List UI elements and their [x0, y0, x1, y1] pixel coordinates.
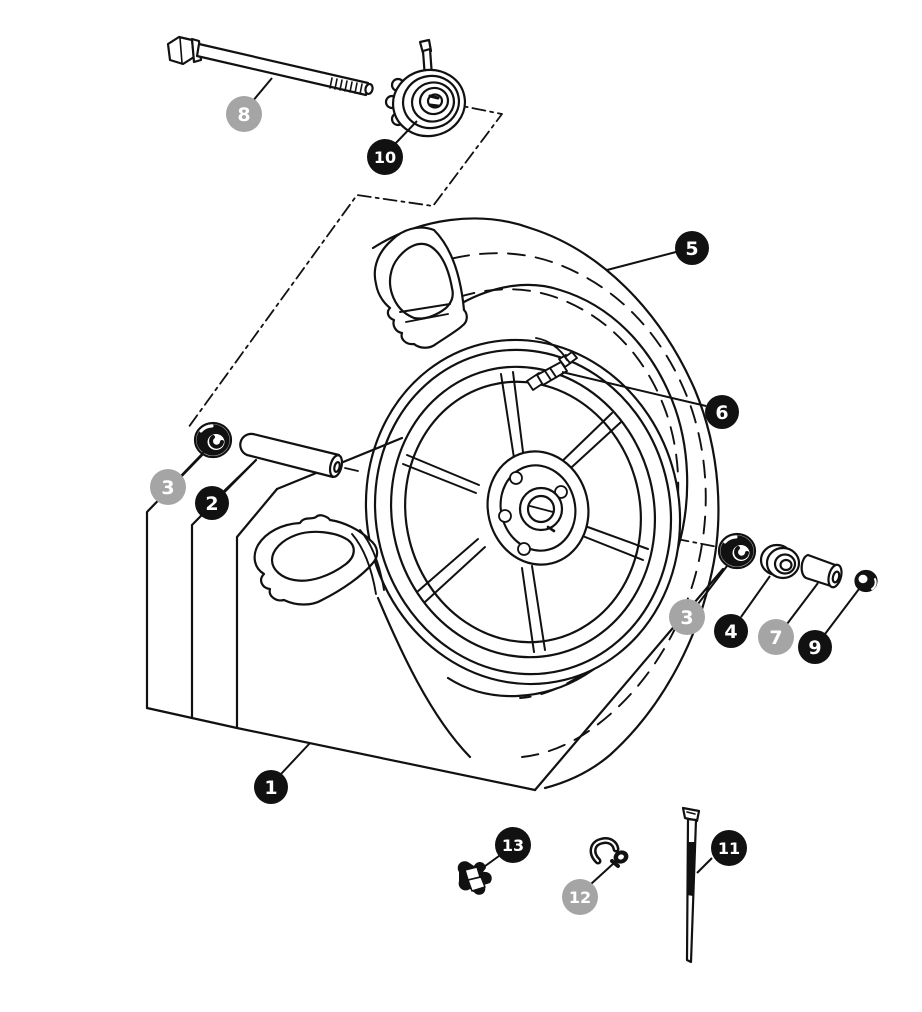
callout-5[interactable]: 5 [606, 231, 709, 271]
callout-number: 2 [205, 493, 218, 515]
callout-number: 12 [569, 888, 591, 907]
callout-8[interactable]: 8 [226, 77, 273, 132]
callout-3[interactable]: 3 [669, 565, 728, 635]
axle-bolt-drawing [166, 35, 374, 97]
callout-leader-line [590, 862, 615, 885]
axle-spacer-drawing [239, 432, 344, 479]
callout-leader-line [697, 565, 728, 605]
callout-number: 4 [724, 621, 737, 643]
callout-leader-line [177, 451, 205, 480]
callout-circle[interactable] [669, 599, 705, 635]
callout-number: 10 [374, 148, 396, 167]
callout-circle[interactable] [367, 139, 403, 175]
callout-13[interactable]: 13 [480, 827, 531, 870]
callout-1[interactable]: 1 [254, 742, 311, 804]
callout-leader-line [480, 855, 500, 870]
callout-leader-line [740, 575, 771, 618]
callout-10[interactable]: 10 [367, 120, 418, 175]
callout-number: 1 [264, 777, 277, 799]
bearing-right-drawing [717, 532, 757, 570]
callout-7[interactable]: 7 [758, 582, 819, 655]
wheel-hub [486, 450, 590, 566]
tire-lever-drawing [681, 806, 701, 964]
callout-circle[interactable] [195, 486, 229, 520]
callout-leader-line [561, 371, 707, 407]
callout-circle[interactable] [226, 96, 262, 132]
axle-nut-drawing [854, 569, 878, 593]
callout-2[interactable]: 2 [195, 459, 257, 520]
callout-leader-line [606, 251, 677, 271]
callout-11[interactable]: 11 [696, 830, 747, 874]
bearing-left-drawing [193, 421, 233, 459]
callout-number: 3 [161, 477, 174, 499]
callout-number: 11 [718, 839, 740, 858]
callout-leader-line [786, 582, 819, 625]
callout-4[interactable]: 4 [714, 575, 771, 648]
callout-leader-line [393, 120, 418, 146]
callout-circle[interactable] [675, 231, 709, 265]
callout-leader-line [280, 742, 311, 775]
callout-leader-line [221, 459, 257, 494]
spacer-bush-drawing [800, 553, 843, 589]
speedometer-drive-drawing [384, 38, 467, 138]
callout-number: 7 [769, 627, 782, 649]
callout-circle[interactable] [798, 630, 832, 664]
clamp-clip-drawing [457, 861, 492, 895]
callout-number: 6 [715, 402, 728, 424]
callout-circle[interactable] [705, 395, 739, 429]
callout-circle[interactable] [495, 827, 531, 863]
valve-stem-drawing [526, 337, 578, 391]
callout-number: 3 [680, 607, 693, 629]
callout-circle[interactable] [254, 770, 288, 804]
callout-circle[interactable] [714, 614, 748, 648]
callout-number: 8 [237, 104, 250, 126]
callout-circle[interactable] [562, 879, 598, 915]
line-artwork [145, 35, 878, 964]
callout-leader-line [824, 588, 860, 635]
callout-number: 5 [685, 238, 698, 260]
wheel-assembly-drawing [145, 217, 725, 792]
callout-number: 13 [502, 836, 524, 855]
callout-12[interactable]: 12 [562, 862, 615, 915]
callout-circle[interactable] [711, 830, 747, 866]
callout-leader-line [696, 857, 713, 874]
tire-section-lower [253, 514, 472, 759]
hook-clip-drawing [589, 837, 629, 868]
ball-bearing-drawing [759, 543, 801, 580]
tire-section-upper [373, 226, 468, 349]
callout-6[interactable]: 6 [561, 371, 739, 429]
callout-9[interactable]: 9 [798, 588, 860, 664]
callout-circle[interactable] [150, 469, 186, 505]
callout-leader-line [251, 77, 273, 103]
callout-3[interactable]: 3 [150, 451, 205, 505]
callout-number: 9 [808, 637, 821, 659]
callout-circle[interactable] [758, 619, 794, 655]
